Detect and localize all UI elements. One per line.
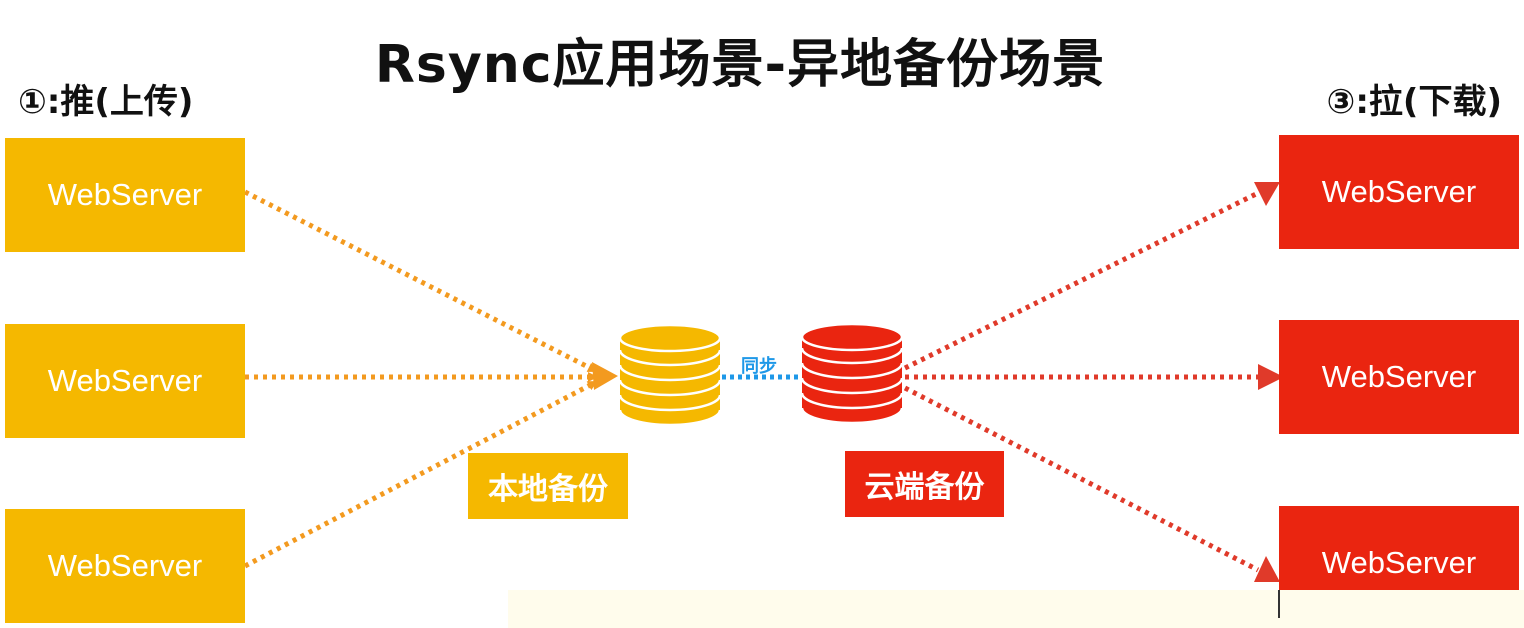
- webserver-label: WebServer: [47, 363, 203, 398]
- local-backup-database-icon: [618, 323, 722, 427]
- cloud-backup-database-icon: [800, 322, 904, 425]
- pull-download-label: ③:拉(下载): [1326, 82, 1502, 122]
- diagram-title: Rsync应用场景-异地备份场景: [374, 35, 1106, 95]
- left-webserver-2: WebServer: [5, 324, 245, 438]
- right-webserver-2: WebServer: [1279, 320, 1519, 434]
- pull-arrow-1: [903, 189, 1262, 371]
- pull-arrowhead-3: [1254, 556, 1280, 582]
- webserver-label: WebServer: [1321, 359, 1477, 394]
- pull-arrowhead-1: [1254, 182, 1280, 206]
- bottom-strip: [508, 590, 1524, 628]
- push-arrow-1: [243, 189, 598, 374]
- right-webserver-1: WebServer: [1279, 135, 1519, 249]
- webserver-label: WebServer: [47, 177, 203, 212]
- cloud-backup-label: 云端备份: [845, 451, 1004, 517]
- push-arrows: [243, 189, 598, 569]
- push-arrowheads: [592, 362, 618, 390]
- local-backup-label: 本地备份: [468, 453, 628, 519]
- webserver-label: WebServer: [47, 548, 203, 583]
- left-webserver-3: WebServer: [5, 509, 245, 623]
- pull-arrowhead-2: [1258, 364, 1284, 390]
- push-arrow-3: [243, 379, 598, 569]
- sync-label: 同步: [741, 356, 777, 377]
- left-webserver-1: WebServer: [5, 138, 245, 252]
- webserver-label: WebServer: [1321, 545, 1477, 580]
- pull-arrow-3: [903, 385, 1260, 573]
- pull-arrowheads: [1254, 182, 1284, 582]
- divider-line: [1278, 590, 1280, 618]
- pull-arrows: [903, 189, 1262, 573]
- push-upload-label: ①:推(上传): [18, 82, 194, 122]
- webserver-label: WebServer: [1321, 174, 1477, 209]
